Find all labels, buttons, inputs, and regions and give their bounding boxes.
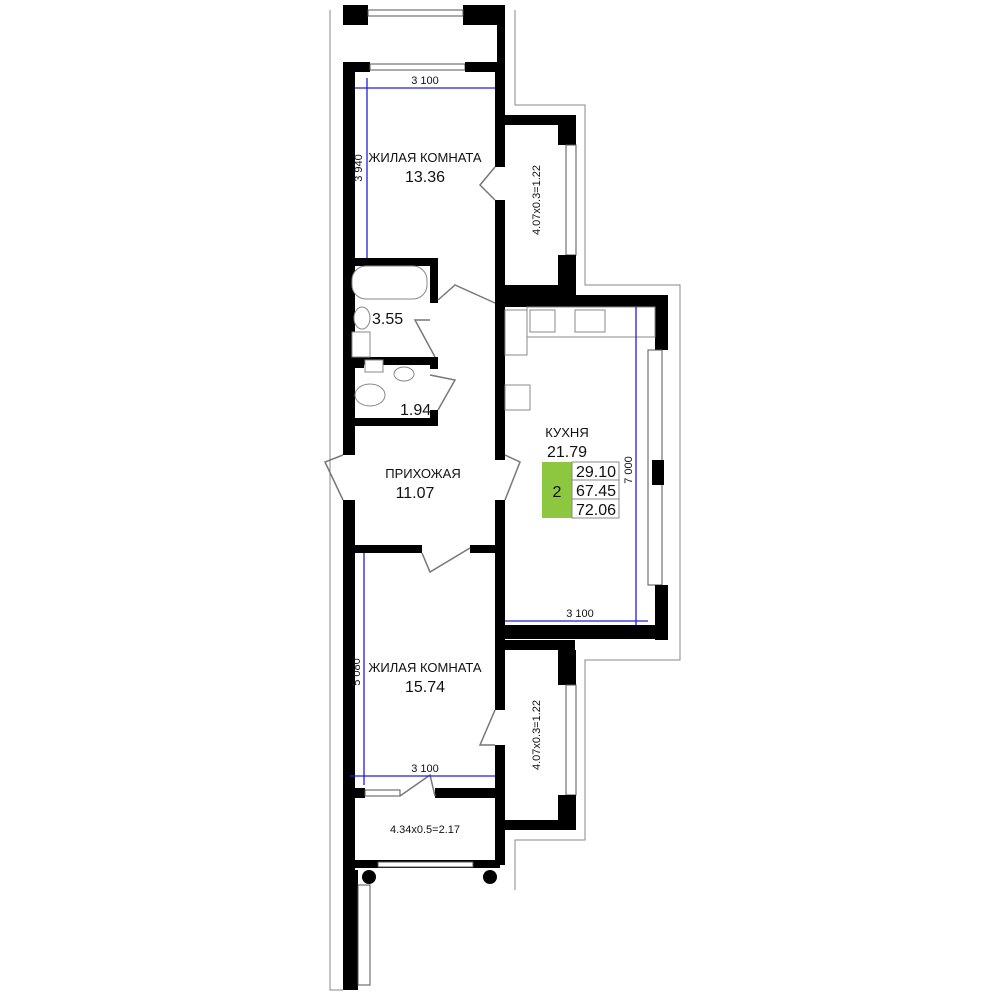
washer-icon xyxy=(351,331,371,358)
dim-kitchen-depth: 7 000 xyxy=(623,456,635,484)
dim-upper-room-width: 3 100 xyxy=(411,75,439,87)
dim-lower-room-depth: 5 080 xyxy=(351,658,363,686)
room-area-toilet: 1.94 xyxy=(400,402,431,419)
room-area-bathroom: 3.55 xyxy=(372,311,403,328)
room-area-kitchen: 21.79 xyxy=(547,444,587,461)
sink-icon xyxy=(393,366,415,382)
living-area: 29.10 xyxy=(576,464,616,481)
room-area-living-2: 15.74 xyxy=(405,679,445,696)
rooms-count: 2 xyxy=(553,484,562,501)
column-icon xyxy=(467,7,483,23)
fridge-icon xyxy=(504,309,528,356)
upper-loggia-label: 4.07x0.3=1.22 xyxy=(531,165,543,235)
room-name-hallway: ПРИХОЖАЯ xyxy=(385,466,461,481)
outline xyxy=(329,10,681,991)
total-area-with-balconies: 72.06 xyxy=(576,502,616,519)
walls xyxy=(343,62,668,990)
room-name-living-1: ЖИЛАЯ КОМНАТА xyxy=(368,150,481,165)
sink-icon xyxy=(353,306,371,330)
lower-loggia-label: 4.07x0.3=1.22 xyxy=(531,700,543,770)
rooms-count-badge xyxy=(542,462,572,518)
toilet-icon xyxy=(354,383,386,407)
bottom-balcony-label: 4.34x0.5=2.17 xyxy=(390,824,460,836)
upper-loggia xyxy=(505,115,577,295)
stove-icon xyxy=(574,309,606,333)
room-name-kitchen: КУХНЯ xyxy=(545,425,588,440)
top-balcony xyxy=(343,5,505,65)
dim-kitchen-width: 3 100 xyxy=(566,608,594,620)
area-summary: 2 29.10 67.45 72.06 xyxy=(542,461,620,519)
column-icon xyxy=(344,7,360,23)
dim-lower-room-width: 3 100 xyxy=(411,763,439,775)
doors xyxy=(323,166,521,797)
room-area-living-1: 13.36 xyxy=(405,169,445,186)
room-name-living-2: ЖИЛАЯ КОМНАТА xyxy=(368,660,481,675)
dim-upper-room-depth: 3 940 xyxy=(353,154,365,182)
dimensions xyxy=(350,78,648,785)
kitchen-sink-icon xyxy=(529,309,556,333)
lower-loggia xyxy=(505,640,577,830)
fixtures xyxy=(351,265,656,411)
bathtub-icon xyxy=(351,265,428,300)
room-area-hallway: 11.07 xyxy=(396,485,435,502)
total-area: 67.45 xyxy=(576,483,616,500)
